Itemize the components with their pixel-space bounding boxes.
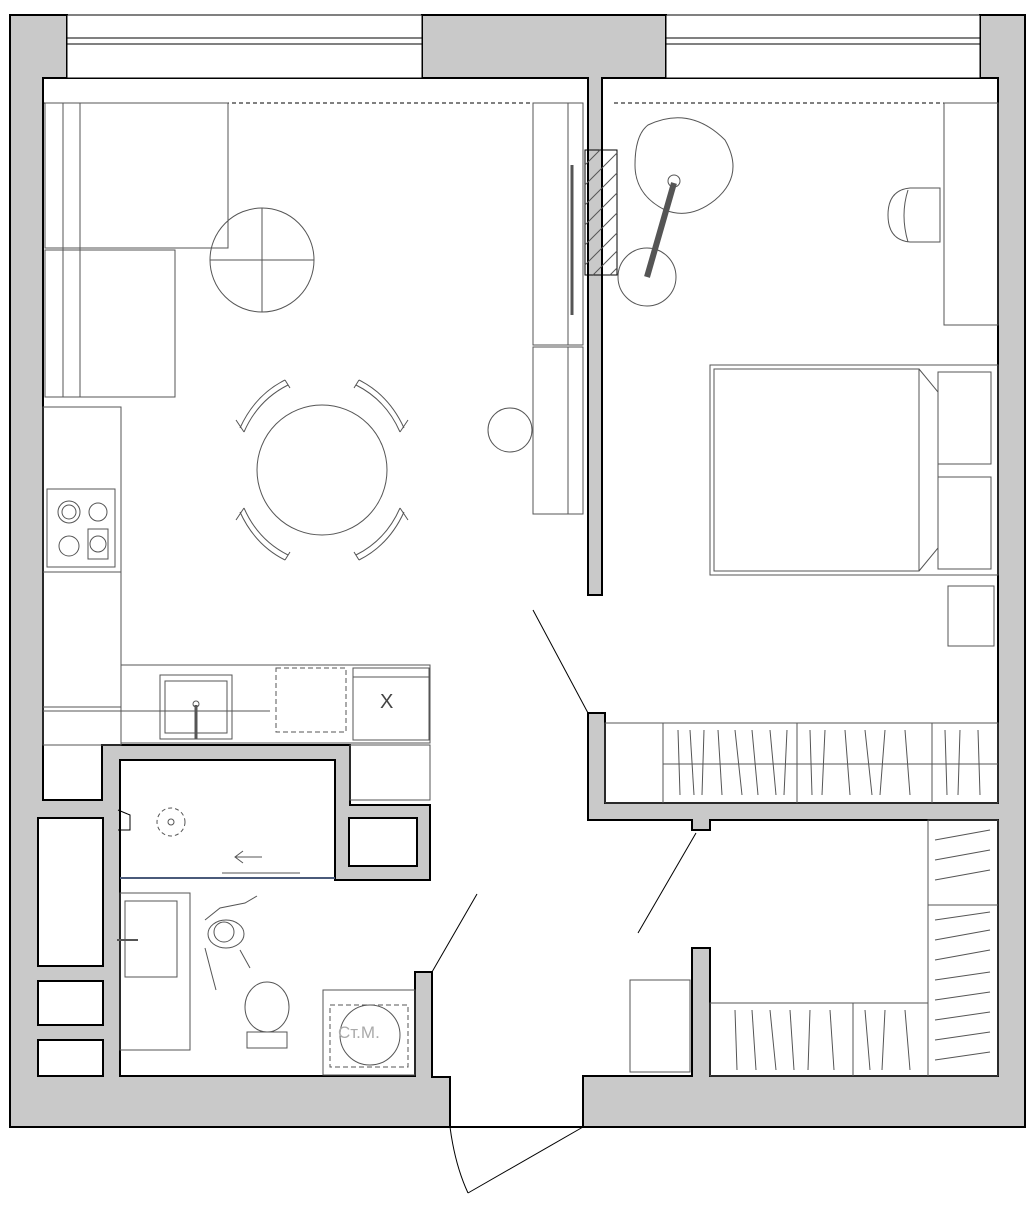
door-entrance bbox=[467, 1126, 584, 1194]
lamp-top bbox=[667, 174, 681, 188]
bath-door-hinge bbox=[117, 809, 131, 831]
bath-vanity bbox=[119, 892, 191, 1051]
pouf bbox=[487, 407, 533, 453]
pillow-1 bbox=[937, 371, 992, 465]
slide-arrowhead bbox=[234, 850, 244, 864]
hall-cabinet bbox=[629, 979, 691, 1073]
dishwasher bbox=[275, 667, 347, 733]
washing-machine-icon bbox=[322, 989, 416, 1076]
bed-icon bbox=[709, 364, 999, 576]
fridge-cabinet bbox=[349, 744, 431, 801]
chair-nw bbox=[235, 379, 291, 433]
bed bbox=[709, 364, 999, 576]
kitchen-counter-bottom bbox=[120, 664, 431, 744]
door-bedroom bbox=[532, 609, 589, 714]
desk-chair-icon bbox=[887, 187, 941, 243]
floor-lamp-icon bbox=[617, 117, 734, 307]
door-hall-closet bbox=[637, 832, 697, 934]
windows bbox=[43, 14, 998, 104]
shower-drain bbox=[156, 807, 186, 837]
storage-box-3 bbox=[37, 1039, 104, 1077]
chair-icon bbox=[235, 379, 409, 561]
niche-wall bbox=[348, 817, 418, 867]
storage-box-1 bbox=[37, 817, 104, 967]
tv-cabinet-upper bbox=[532, 102, 584, 346]
hall-wardrobe bbox=[709, 819, 999, 1077]
nightstand bbox=[947, 585, 995, 647]
sofa-seat bbox=[44, 249, 176, 398]
sofa-back bbox=[44, 102, 229, 249]
sink-icon bbox=[159, 674, 233, 740]
sofa-icon bbox=[44, 102, 229, 398]
appliance-x-label: X bbox=[380, 691, 394, 713]
wardrobe-icon bbox=[604, 722, 999, 804]
kitchen-counter-lower bbox=[42, 571, 122, 746]
toilet-bowl bbox=[244, 981, 290, 1033]
person-icon bbox=[204, 895, 258, 991]
bedroom-wardrobe bbox=[604, 722, 999, 804]
hatch-lines bbox=[584, 149, 618, 276]
lamp-base bbox=[617, 247, 677, 307]
furniture bbox=[42, 102, 999, 1077]
shower-icon bbox=[156, 807, 186, 837]
armchair-blob bbox=[634, 117, 734, 214]
chair-sw bbox=[235, 507, 291, 561]
round-table-icon bbox=[209, 207, 315, 313]
partition-hatch bbox=[584, 149, 618, 276]
chair-ne bbox=[353, 379, 409, 433]
door-bathroom bbox=[431, 893, 478, 973]
pillow-2 bbox=[937, 476, 992, 570]
lamp-arm bbox=[644, 182, 677, 278]
door-swing-icon bbox=[117, 609, 697, 1194]
stove bbox=[46, 488, 116, 568]
left-storage bbox=[37, 817, 104, 1077]
washing-machine bbox=[322, 989, 416, 1076]
toilet-tank bbox=[246, 1031, 288, 1049]
chair-se bbox=[353, 507, 409, 561]
washing-machine-label: Ст.М. bbox=[338, 1023, 380, 1042]
tv-cabinet-lower bbox=[532, 346, 584, 515]
toilet-icon bbox=[244, 981, 290, 1049]
bed-inner bbox=[713, 368, 920, 572]
appliance-box bbox=[352, 667, 430, 741]
stove-icon bbox=[46, 488, 116, 568]
storage-box-2 bbox=[37, 980, 104, 1026]
door-entrance-arc bbox=[449, 1126, 469, 1194]
desk bbox=[943, 102, 999, 326]
window-right bbox=[665, 14, 981, 79]
dining-table bbox=[256, 404, 388, 536]
window-left bbox=[66, 14, 423, 79]
